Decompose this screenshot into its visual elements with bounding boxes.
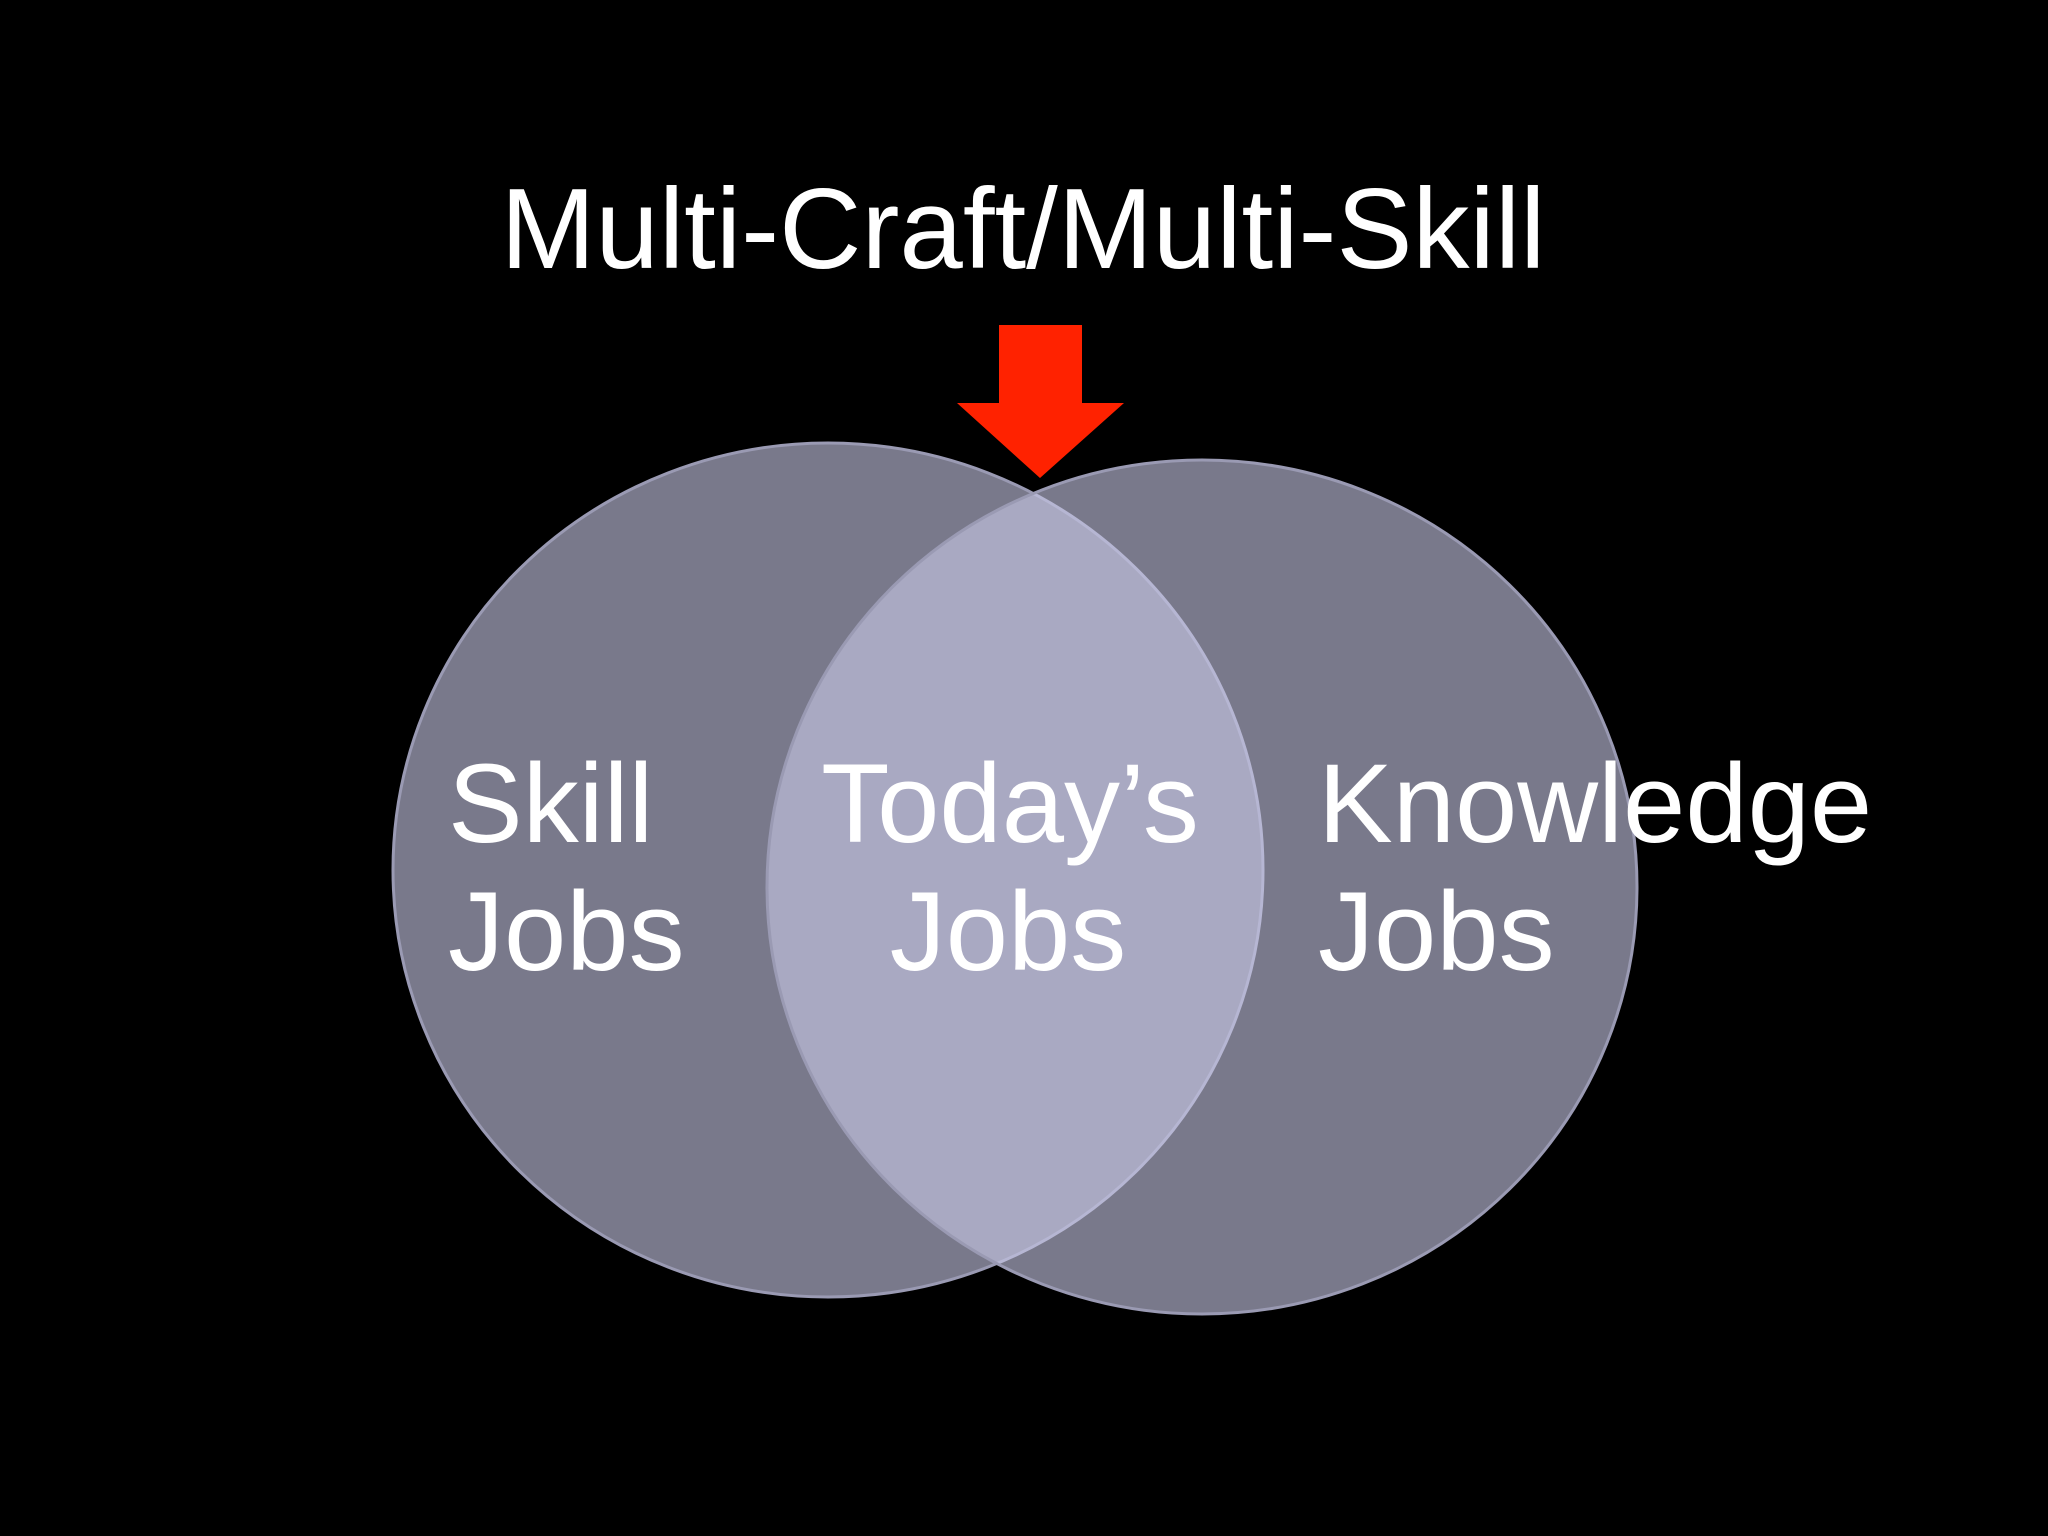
slide-title: Multi-Craft/Multi-Skill <box>500 166 1545 293</box>
down-arrow-icon <box>957 325 1124 478</box>
knowledge-jobs-circle <box>765 458 1639 1316</box>
skill-jobs-label-line2: Jobs <box>448 869 685 994</box>
skill-jobs-label-line1: Skill <box>448 741 653 866</box>
knowledge-jobs-label-line2: Jobs <box>1318 869 1555 994</box>
todays-jobs-label-line1: Today’s <box>821 741 1199 866</box>
todays-jobs-label-line2: Jobs <box>890 869 1127 994</box>
knowledge-jobs-label-line1: Knowledge <box>1318 741 1872 866</box>
